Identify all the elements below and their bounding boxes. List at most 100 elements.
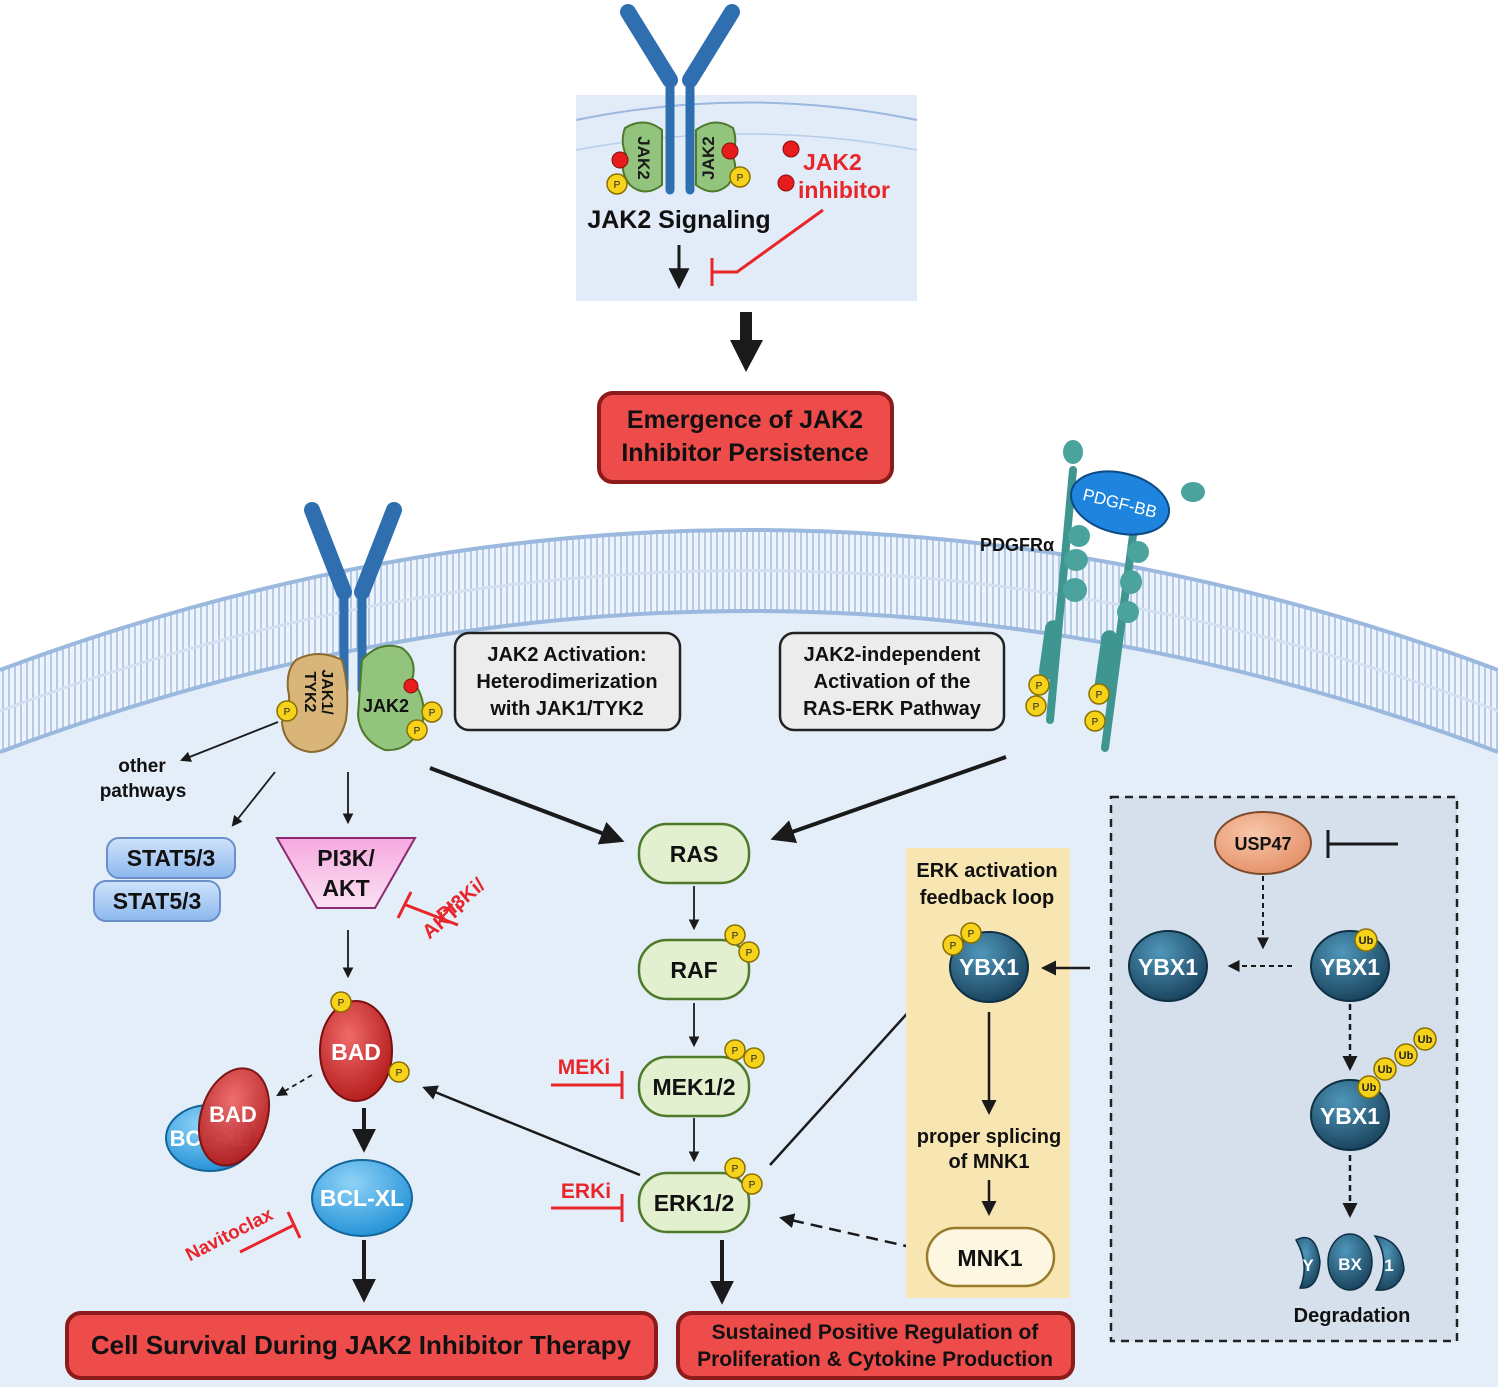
- svg-text:JAK2 Activation:: JAK2 Activation:: [487, 644, 646, 666]
- phospho-badge: P: [1088, 683, 1110, 705]
- svg-text:STAT5/3: STAT5/3: [127, 845, 216, 871]
- mnk1-node: MNK1: [925, 1226, 1056, 1288]
- svg-text:YBX1: YBX1: [1320, 954, 1380, 980]
- svg-text:P: P: [396, 1068, 403, 1079]
- svg-text:with JAK1/TYK2: with JAK1/TYK2: [489, 698, 643, 720]
- ybx1-free: YBX1: [1128, 930, 1208, 1002]
- svg-text:YBX1: YBX1: [959, 954, 1019, 980]
- svg-text:P: P: [751, 1054, 758, 1065]
- svg-text:BX: BX: [1338, 1255, 1362, 1274]
- phospho-badge: P: [942, 934, 964, 956]
- svg-text:USP47: USP47: [1234, 834, 1291, 854]
- svg-text:Y: Y: [1302, 1256, 1314, 1275]
- svg-text:P: P: [1092, 717, 1099, 728]
- bad-protein: BAD: [319, 1000, 393, 1102]
- svg-text:MNK1: MNK1: [957, 1245, 1022, 1271]
- svg-text:Cell Survival During JAK2 Inhi: Cell Survival During JAK2 Inhibitor Ther…: [91, 1330, 632, 1360]
- phospho-badge: P: [421, 701, 443, 723]
- svg-text:MEKi: MEKi: [558, 1056, 611, 1079]
- heterodimer-callout: JAK2 Activation: Heterodimerization with…: [453, 631, 682, 732]
- svg-text:ERK activation: ERK activation: [916, 860, 1057, 882]
- dashed-arrow: [276, 1074, 313, 1097]
- svg-text:Inhibitor Persistence: Inhibitor Persistence: [621, 439, 868, 467]
- svg-text:YBX1: YBX1: [1320, 1103, 1380, 1129]
- phospho-badge: P: [388, 1061, 410, 1083]
- proliferation-outcome: Sustained Positive Regulation of Prolife…: [676, 1311, 1075, 1380]
- inhibitor-dot: [777, 174, 795, 192]
- usp47-node: USP47: [1214, 811, 1312, 875]
- svg-text:1: 1: [1384, 1256, 1393, 1275]
- phospho-badge: P: [729, 166, 751, 188]
- meki-inhibitor: MEKi: [551, 1056, 624, 1099]
- svg-text:Sustained Positive Regulation: Sustained Positive Regulation of: [712, 1321, 1040, 1344]
- svg-text:P: P: [950, 941, 957, 952]
- survival-outcome: Cell Survival During JAK2 Inhibitor Ther…: [65, 1311, 658, 1380]
- pdgfr-receptor: [1038, 440, 1205, 752]
- usp47-inhibition: [1326, 830, 1398, 858]
- phospho-badge: P: [276, 700, 298, 722]
- svg-text:JAK2: JAK2: [363, 696, 409, 716]
- svg-text:P: P: [1033, 702, 1040, 713]
- phospho-badge: P: [1084, 710, 1106, 732]
- pi3k-akt: PI3K/ AKT: [275, 837, 417, 909]
- svg-text:Proliferation & Cytokine Produ: Proliferation & Cytokine Production: [697, 1348, 1053, 1371]
- svg-text:P: P: [1096, 690, 1103, 701]
- svg-text:BCL-XL: BCL-XL: [320, 1185, 404, 1211]
- jak2-top-left: JAK2: [621, 121, 663, 193]
- svg-text:YBX1: YBX1: [1138, 954, 1198, 980]
- svg-text:MEK1/2: MEK1/2: [652, 1074, 735, 1100]
- persistence-arrow: [730, 312, 763, 372]
- svg-text:Ub: Ub: [1399, 1050, 1414, 1062]
- phospho-badge: P: [738, 941, 760, 963]
- other-pathways-label: other: [118, 756, 166, 777]
- jak2-membrane: JAK2: [356, 644, 425, 752]
- jak1-tyk2: JAK1/ TYK2: [280, 653, 349, 754]
- inhibition-line: [710, 208, 824, 286]
- svg-text:PI3K/: PI3K/: [317, 845, 375, 871]
- inhibitor-dot: [782, 140, 800, 158]
- bclxl-protein: BCL-XL: [311, 1159, 413, 1237]
- svg-text:JAK2-independent: JAK2-independent: [804, 644, 981, 666]
- ybx1-phospho: YBX1: [949, 931, 1029, 1003]
- svg-text:P: P: [732, 1046, 739, 1057]
- svg-text:ERKi: ERKi: [561, 1180, 611, 1203]
- persistence-box: Emergence of JAK2 Inhibitor Persistence: [597, 391, 894, 484]
- phospho-badge: P: [724, 1039, 746, 1061]
- phospho-badge: P: [724, 924, 746, 946]
- ub-badge: Ub: [1373, 1057, 1397, 1081]
- jak2-inhibitor-label: inhibitor: [798, 177, 890, 203]
- svg-text:RAF: RAF: [670, 957, 717, 983]
- phospho-badge: P: [741, 1173, 763, 1195]
- svg-text:RAS-ERK Pathway: RAS-ERK Pathway: [803, 698, 982, 720]
- mek-node: MEK1/2: [637, 1055, 751, 1118]
- svg-text:Ub: Ub: [1378, 1064, 1393, 1076]
- phospho-badge: P: [743, 1047, 765, 1069]
- splicing-label: of MNK1: [948, 1151, 1029, 1173]
- svg-text:Emergence of JAK2: Emergence of JAK2: [627, 406, 863, 434]
- phospho-badge: P: [1028, 674, 1050, 696]
- svg-text:STAT5/3: STAT5/3: [113, 888, 202, 914]
- phospho-badge: P: [724, 1157, 746, 1179]
- erki-inhibitor: ERKi: [551, 1180, 624, 1222]
- svg-text:P: P: [746, 948, 753, 959]
- ras-node: RAS: [637, 822, 751, 885]
- svg-text:BAD: BAD: [209, 1102, 257, 1127]
- ub-badge: Ub: [1354, 928, 1378, 952]
- svg-text:TYK2: TYK2: [301, 672, 318, 713]
- svg-text:AKT: AKT: [322, 875, 369, 901]
- phospho-badge: P: [330, 991, 352, 1013]
- svg-text:Ub: Ub: [1362, 1082, 1377, 1094]
- svg-text:P: P: [1036, 681, 1043, 692]
- svg-text:P: P: [749, 1180, 756, 1191]
- svg-text:Heterodimerization: Heterodimerization: [476, 671, 657, 693]
- bad-bclxl-complex: BCL-XL BAD: [165, 1067, 270, 1172]
- stat-box-bottom: STAT5/3: [93, 880, 221, 922]
- raf-node: RAF: [637, 938, 751, 1001]
- svg-text:Activation of the: Activation of the: [814, 671, 971, 693]
- pdgf-bb-ligand: PDGF-BB: [1069, 470, 1171, 536]
- ub-badge: Ub: [1413, 1027, 1437, 1051]
- svg-text:feedback loop: feedback loop: [920, 887, 1054, 909]
- phospho-badge: P: [406, 719, 428, 741]
- ub-badge: Ub: [1394, 1043, 1418, 1067]
